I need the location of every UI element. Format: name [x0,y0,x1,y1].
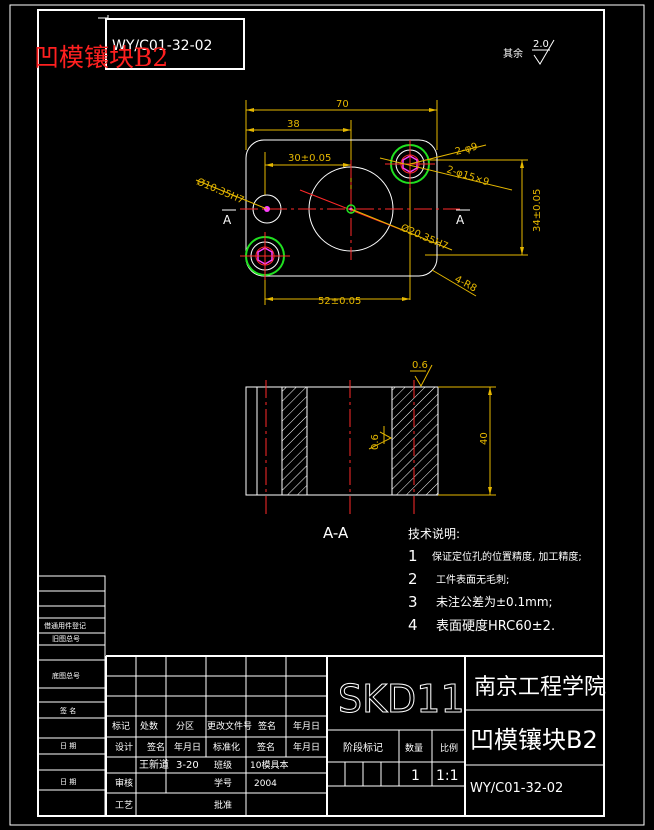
technical-notes: 技术说明: 1 保证定位孔的位置精度, 加工精度; 2 工件表面无毛刺; 3 未… [408,526,582,634]
dim-52: 52±0.05 [318,296,361,307]
side-label-6: 日 期 [60,778,76,786]
dim-38: 38 [287,119,300,130]
rev-header-count: 处数 [140,720,158,732]
insert-outline [245,139,438,277]
design-date-label: 年月日 [174,741,201,753]
qty-value: 1 [411,768,420,784]
drawing-number: WY/C01-32-02 [470,781,563,796]
inner-frame [37,9,605,817]
note-3-text: 未注公差为±0.1mm; [436,594,553,609]
class-label: 班级 [214,759,232,771]
section-outline [245,386,439,496]
code-box-text: WY/C01-32-02 [112,38,212,54]
rev-header-file: 更改文件号 [207,720,252,732]
note-3-num: 3 [408,593,418,611]
side-label-2: 旧图总号 [52,634,80,643]
rest-roughness-value: 2.0 [533,39,549,50]
rev-header-zone: 分区 [176,721,194,732]
note-4-text: 表面硬度HRC60±2. [436,618,555,634]
class-value: 10模具本 [250,759,288,771]
section-mark-right: A [456,213,465,227]
school-name: 南京工程学院 [474,675,606,700]
dim-70: 70 [336,99,349,110]
side-label-4: 签 名 [60,706,76,715]
notes-heading: 技术说明: [408,526,460,541]
design-date: 3-20 [176,760,199,771]
check-label: 审核 [115,777,133,789]
rest-label: 其余 [503,47,523,60]
rest-roughness-symbol [532,39,555,65]
section-label: A-A [323,524,349,542]
student-no-label: 学号 [214,777,232,789]
section-view: 40 0.6 0.6 A-A [245,360,496,542]
outer-frame [9,4,645,826]
pin-hole-callout: Ø10.35H7 [195,176,246,207]
student-no-value: 2004 [254,779,277,789]
note-2-text: 工件表面无毛刺; [436,573,509,586]
scale-label: 比例 [440,742,458,754]
corner-marks [98,15,109,19]
bore-callout: Ø20.35H7 [399,222,450,253]
standard-date-label: 年月日 [293,741,320,753]
note-1-text: 保证定位孔的位置精度, 加工精度; [432,550,582,563]
hole-2-15-callout: 2-φ15×9 [445,164,490,188]
standard-label: 标准化 [213,741,240,753]
rev-header-mark: 标记 [112,720,130,732]
scale-value: 1:1 [436,768,459,784]
roughness-side: 0.6 [370,434,381,450]
note-1-num: 1 [408,547,418,565]
dim-30: 30±0.05 [288,153,331,164]
code-box [105,18,245,70]
top-view: 70 38 30±0.05 52±0.05 34±0.05 [195,99,543,307]
design-sign-label: 签名 [147,741,165,753]
hole-2-9-callout: 2-φ9 [454,141,479,158]
note-2-num: 2 [408,570,418,588]
part-name: 凹模镶块B2 [470,726,598,754]
roughness-top: 0.6 [412,360,428,371]
note-4-num: 4 [408,616,418,634]
design-label: 设计 [115,741,133,753]
process-label: 工艺 [115,800,133,811]
qty-label: 数量 [405,742,423,754]
title-block: 标记 处数 分区 更改文件号 签名 年月日 设计 签名 年月日 标准化 签名 年… [105,655,606,816]
rev-header-date: 年月日 [293,720,320,732]
section-mark-left: A [223,213,232,227]
side-label-5: 日 期 [60,742,76,750]
radius-callout: 4-R8 [453,274,479,295]
stage-label: 阶段标记 [343,741,383,754]
rev-header-sign: 签名 [258,720,276,732]
dim-34: 34±0.05 [532,189,543,232]
red-title: 凹模镶块B2 [34,43,168,72]
side-label-3: 底图总号 [52,671,80,680]
side-label-1: 借通用件登记 [44,621,86,630]
material: SKD11 [338,677,465,721]
standard-sign-label: 签名 [257,741,275,753]
approve-label: 批准 [214,799,232,811]
designer-name: 王新道 [139,758,169,771]
section-height-dim: 40 [479,432,490,445]
side-block: 借通用件登记 旧图总号 底图总号 签 名 日 期 日 期 [37,575,106,817]
